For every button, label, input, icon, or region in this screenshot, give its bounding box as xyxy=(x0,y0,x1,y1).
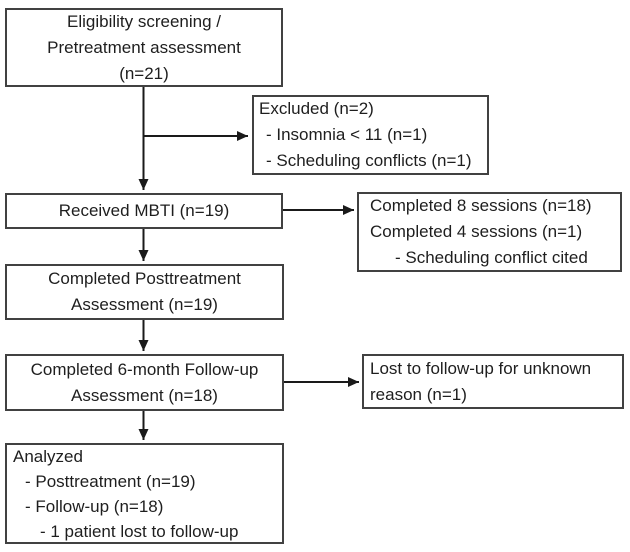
node-text-line: - Posttreatment (n=19) xyxy=(25,471,196,491)
node-text-line: Analyzed xyxy=(13,446,83,466)
node-text-line: Completed 8 sessions (n=18) xyxy=(370,196,592,215)
node-text-line: - 1 patient lost to follow-up xyxy=(40,521,239,541)
node-posttreatment-assessment: Completed Posttreatment Assessment (n=19… xyxy=(5,264,284,320)
node-eligibility-screening: Eligibility screening / Pretreatment ass… xyxy=(5,8,283,87)
node-text-line: Completed Posttreatment xyxy=(48,269,241,288)
node-text-line: - Insomnia < 11 (n=1) xyxy=(266,125,428,144)
node-text-line: - Follow-up (n=18) xyxy=(25,496,164,516)
node-text-line: Received MBTI (n=19) xyxy=(58,201,230,220)
node-lost-to-followup: Lost to follow-up for unknown reason (n=… xyxy=(362,354,624,409)
node-text-line: - Scheduling conflict cited xyxy=(395,248,588,267)
node-text-line: Eligibility screening / xyxy=(66,11,221,31)
node-text-line: reason (n=1) xyxy=(370,384,467,404)
node-text-line: - Scheduling conflicts (n=1) xyxy=(266,151,472,170)
node-analyzed: Analyzed - Posttreatment (n=19) - Follow… xyxy=(5,443,284,544)
node-text-line: (n=21) xyxy=(119,63,169,83)
node-received-mbti: Received MBTI (n=19) xyxy=(5,193,283,229)
node-text-line: Pretreatment assessment xyxy=(47,37,241,57)
node-text-line: Completed 4 sessions (n=1) xyxy=(370,222,583,241)
node-followup-assessment: Completed 6-month Follow-up Assessment (… xyxy=(5,354,284,411)
node-text-line: Assessment (n=18) xyxy=(71,385,218,405)
node-excluded: Excluded (n=2) - Insomnia < 11 (n=1) - S… xyxy=(252,95,489,175)
node-text-line: Excluded (n=2) xyxy=(259,99,374,118)
node-text-line: Assessment (n=19) xyxy=(71,295,218,314)
node-text-line: Lost to follow-up for unknown xyxy=(370,358,592,378)
node-sessions-completed: Completed 8 sessions (n=18) Completed 4 … xyxy=(357,192,622,272)
node-text-line: Completed 6-month Follow-up xyxy=(30,359,259,379)
